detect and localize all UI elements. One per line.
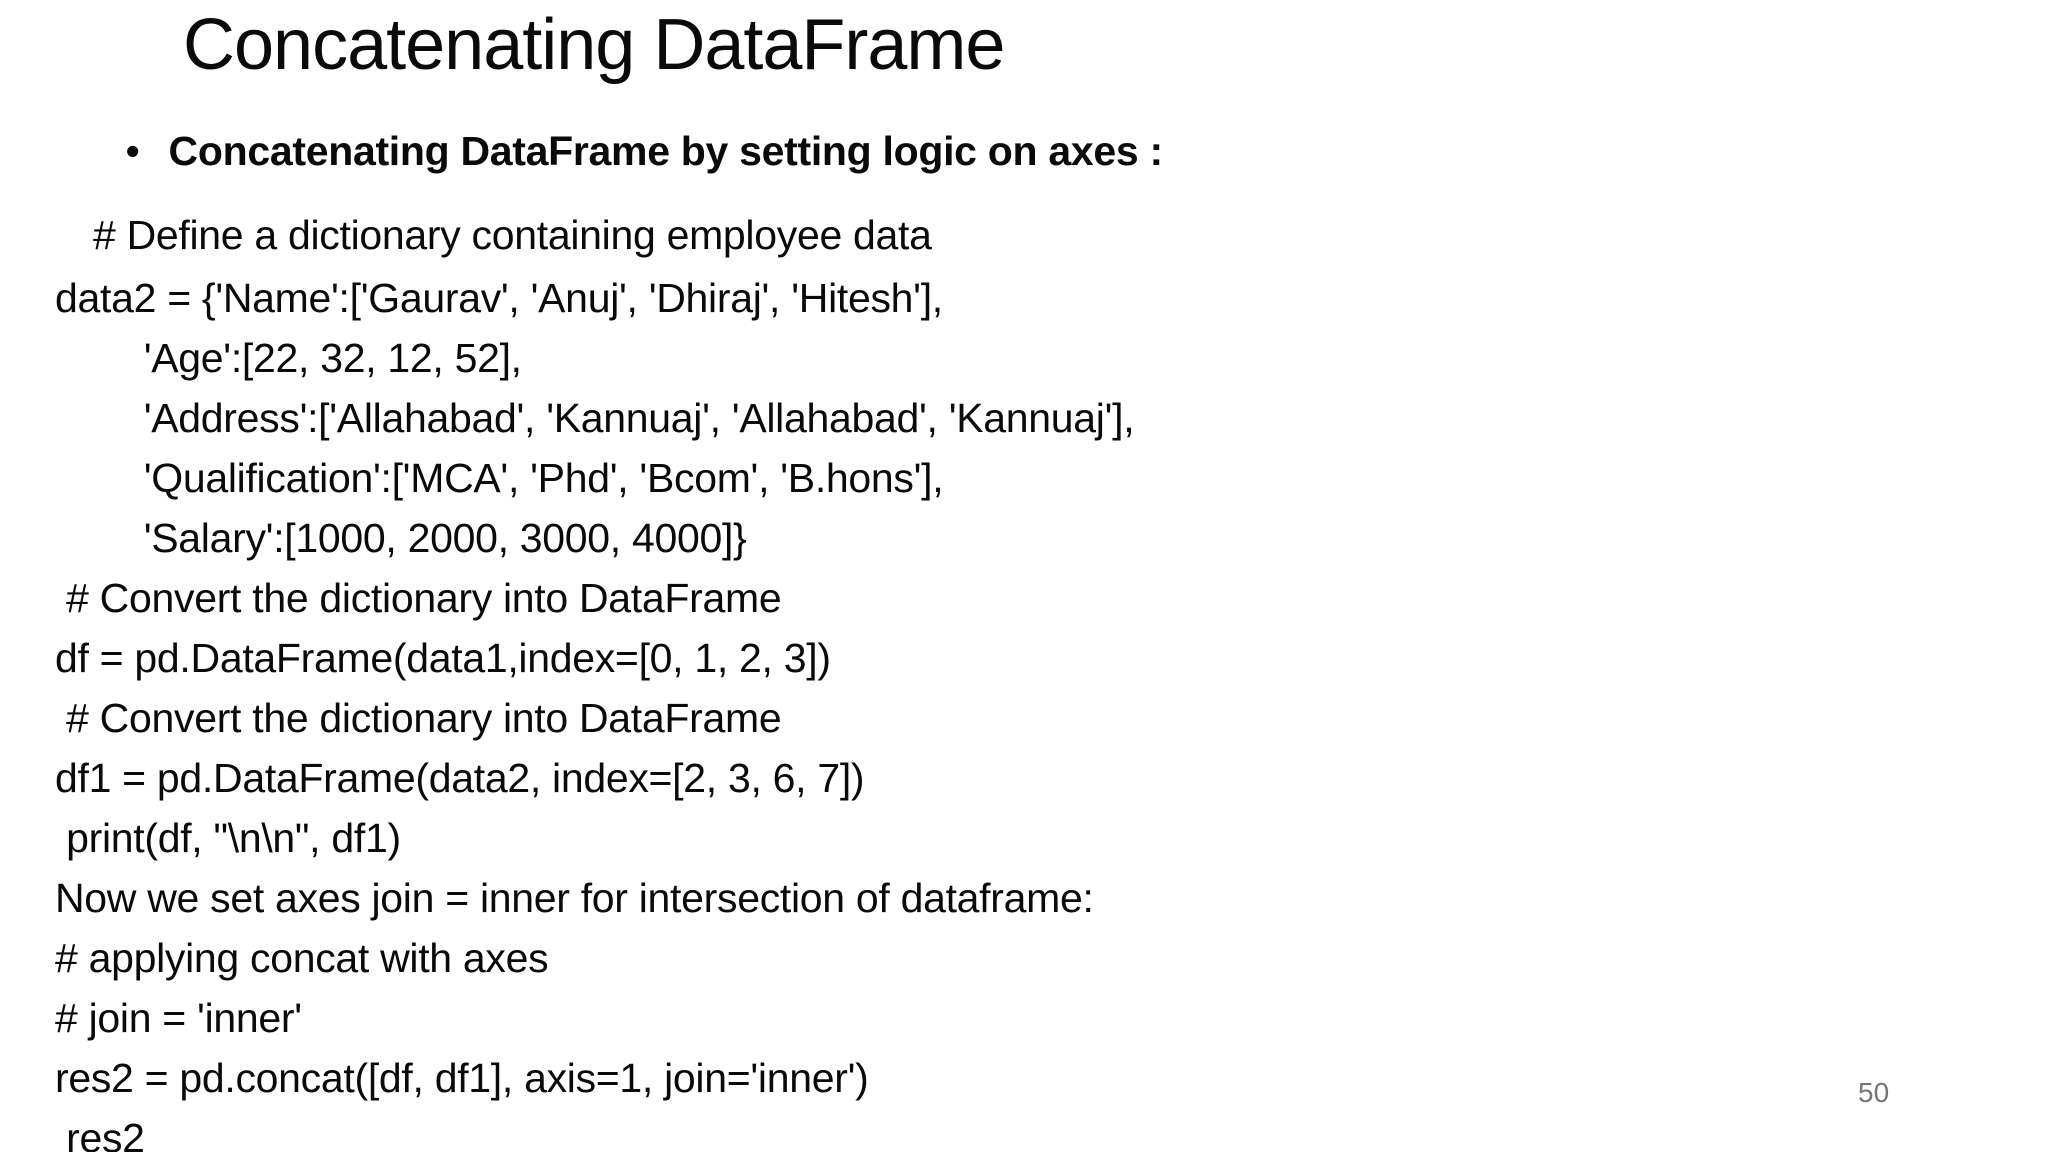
code-line: data2 = {'Name':['Gaurav', 'Anuj', 'Dhir…	[55, 275, 943, 321]
code-line: # join = 'inner'	[55, 995, 302, 1041]
code-line: 'Qualification':['MCA', 'Phd', 'Bcom', '…	[55, 455, 944, 501]
comment-define-dictionary: # Define a dictionary containing employe…	[93, 212, 932, 258]
code-line: df1 = pd.DataFrame(data2, index=[2, 3, 6…	[55, 755, 865, 801]
code-line: res2	[55, 1115, 145, 1152]
slide-title: Concatenating DataFrame	[183, 5, 1005, 85]
code-line: 'Age':[22, 32, 12, 52],	[55, 335, 522, 381]
code-line: # Convert the dictionary into DataFrame	[55, 575, 782, 621]
code-line: # Convert the dictionary into DataFrame	[55, 695, 782, 741]
code-line: print(df, "\n\n", df1)	[55, 815, 401, 861]
bullet-text: Concatenating DataFrame by setting logic…	[168, 128, 1164, 174]
code-line: res2 = pd.concat([df, df1], axis=1, join…	[55, 1055, 869, 1101]
code-line: df = pd.DataFrame(data1,index=[0, 1, 2, …	[55, 635, 831, 681]
code-line: Now we set axes join = inner for interse…	[55, 875, 1094, 921]
bullet-line: • Concatenating DataFrame by setting logi…	[55, 88, 1555, 214]
slide-body: • Concatenating DataFrame by setting logi…	[55, 88, 1555, 1152]
code-line: 'Address':['Allahabad', 'Kannuaj', 'Alla…	[55, 395, 1135, 441]
bullet-icon: •	[125, 128, 140, 174]
code-line: # applying concat with axes	[55, 935, 549, 981]
page-number: 50	[1858, 1077, 1890, 1108]
code-line: 'Salary':[1000, 2000, 3000, 4000]}	[55, 515, 747, 561]
